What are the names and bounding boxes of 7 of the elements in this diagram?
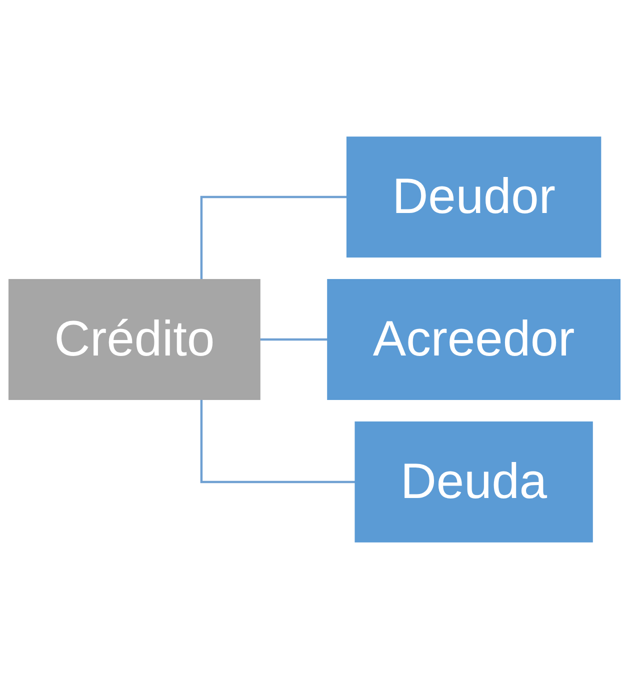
node-box: Deudor: [346, 136, 602, 258]
node-box: Acreedor: [327, 279, 621, 400]
connector: [200, 399, 356, 484]
connector: [200, 196, 348, 280]
node-box: Crédito: [8, 279, 260, 400]
connector: [258, 338, 328, 341]
node-box: Deuda: [354, 421, 593, 542]
